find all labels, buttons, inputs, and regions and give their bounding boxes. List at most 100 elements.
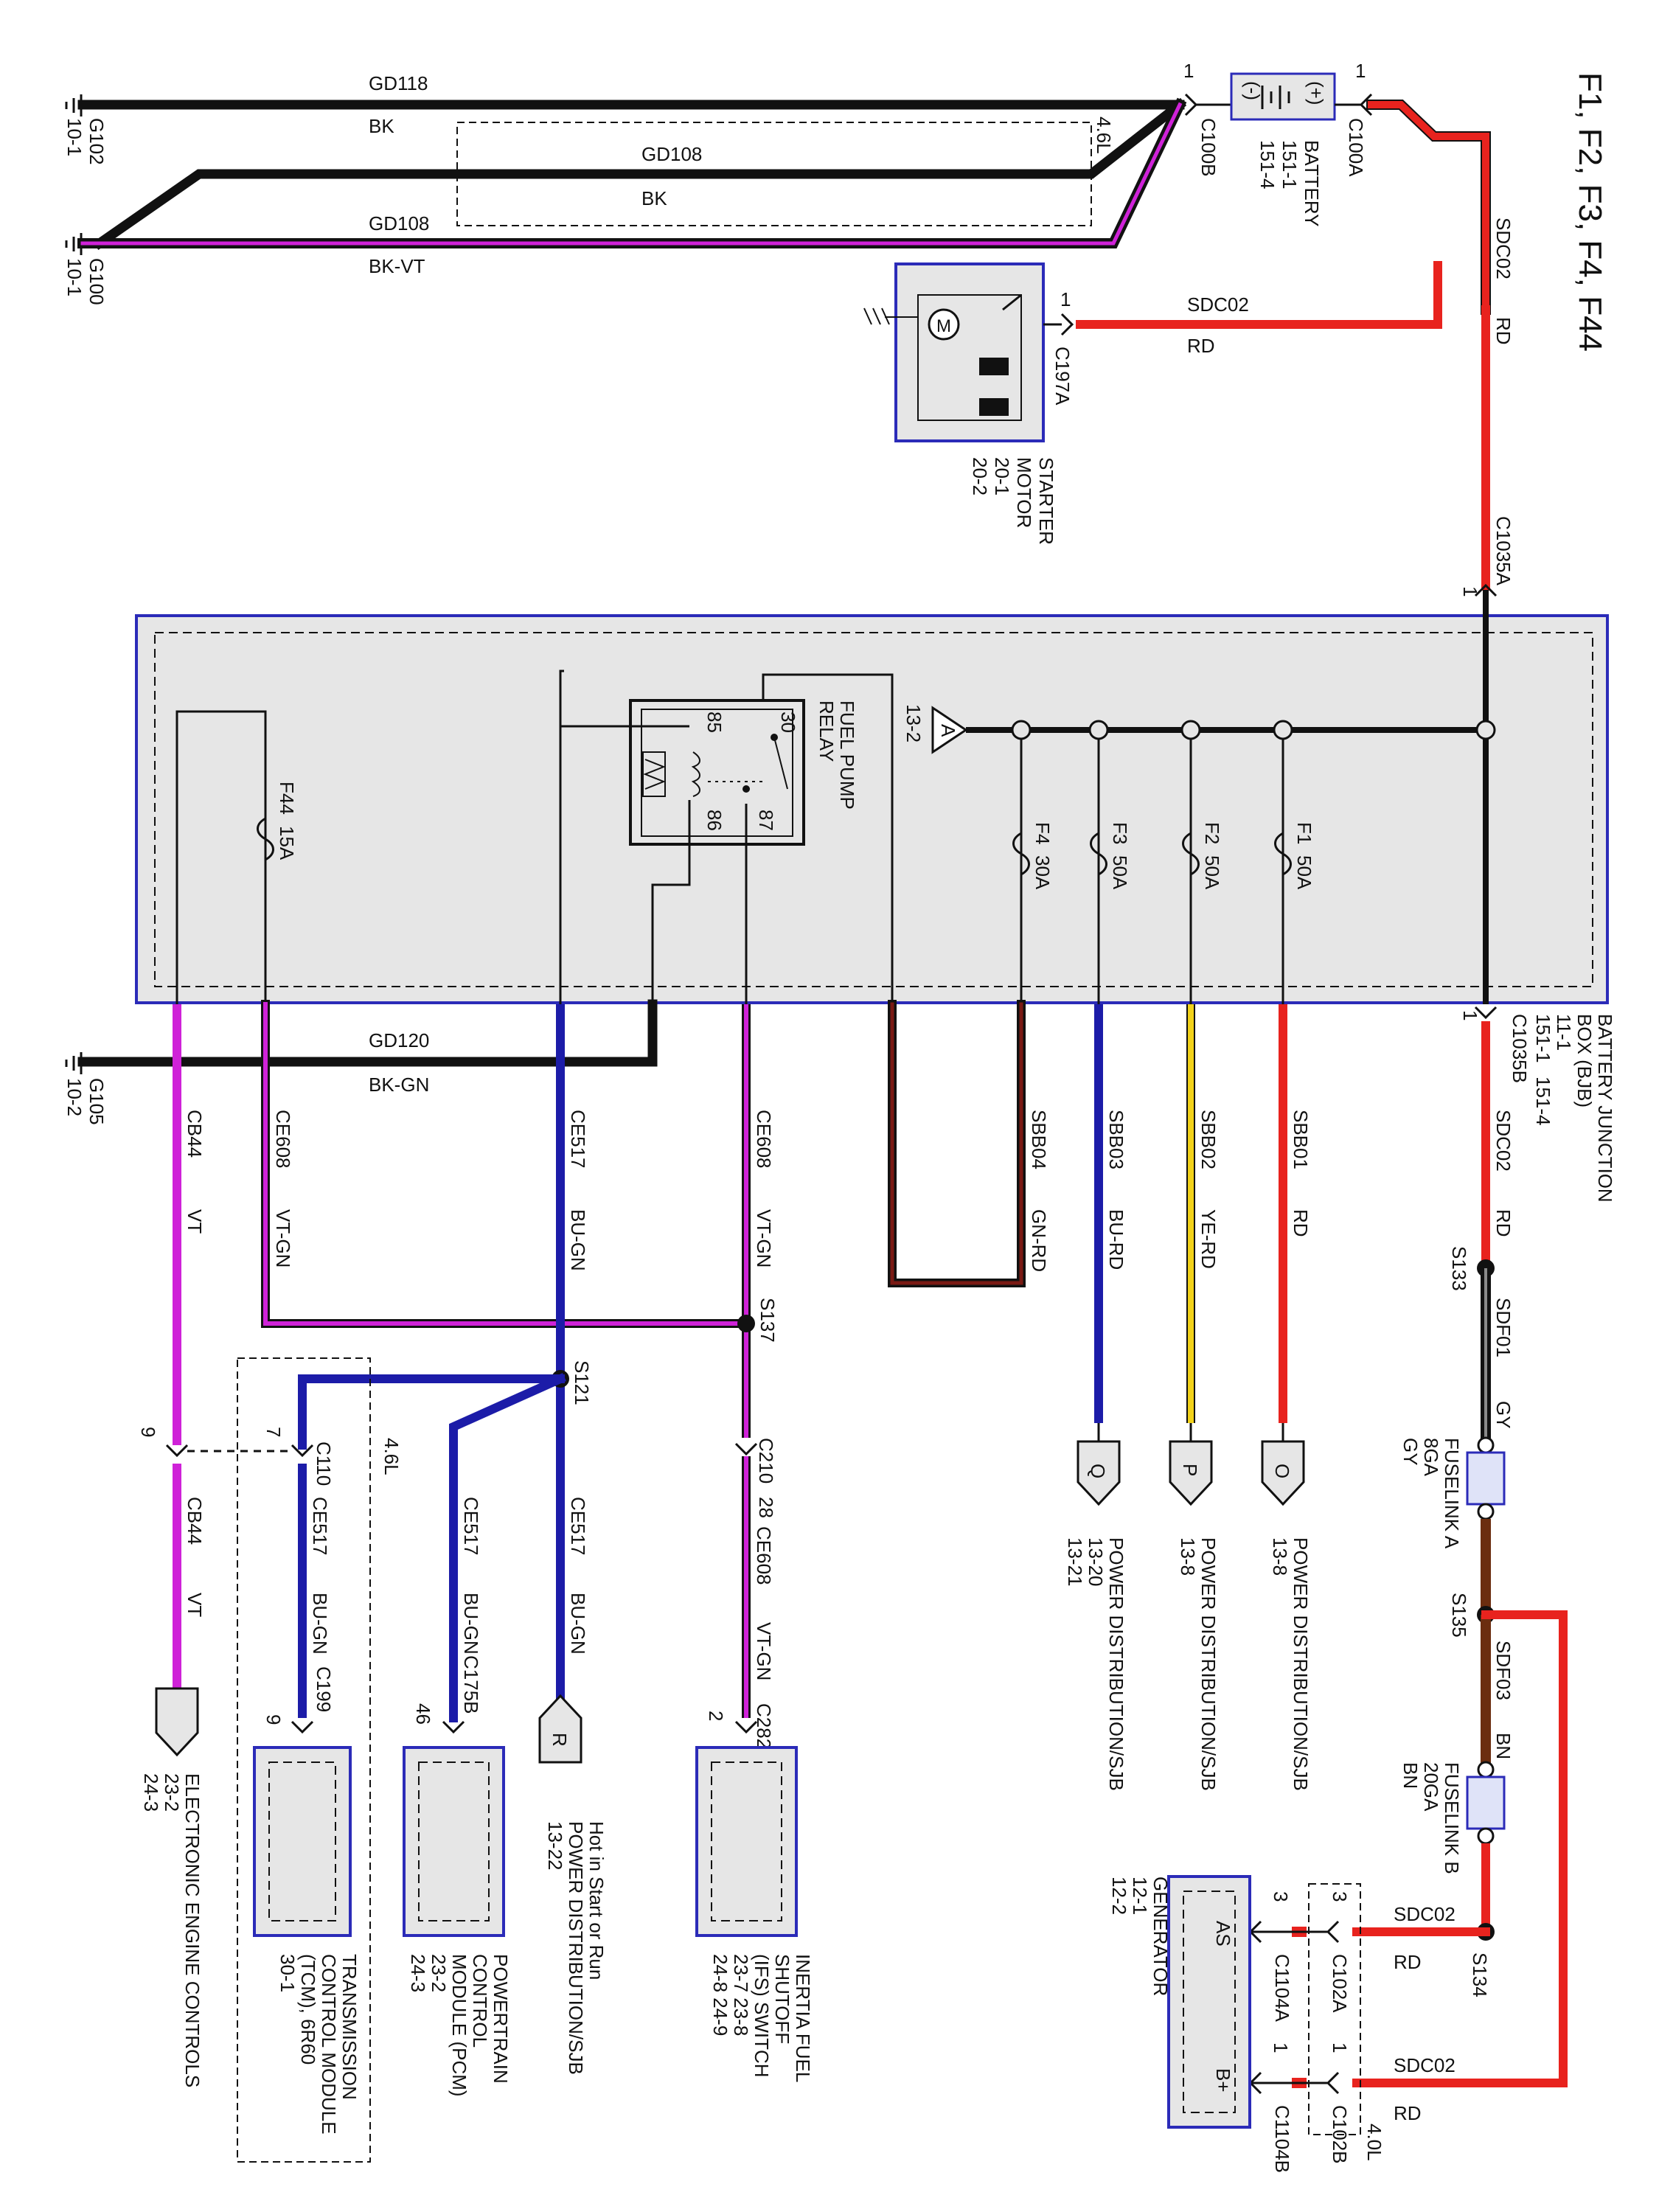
label-ce517-main-color: BU-GN: [567, 1209, 589, 1271]
variant-46-box-top: [456, 122, 1092, 226]
label-gd118: GD118: [369, 72, 428, 94]
offpage-r: R Hot in Start or Run POWER DISTRIBUTION…: [538, 1694, 608, 2075]
label-ce517-pcm: CE517: [460, 1497, 482, 1556]
label-sdc02-starter-color: RD: [1187, 335, 1215, 357]
relay-label-1: FUEL PUMP: [836, 700, 858, 810]
label-sdc02-gen-bplus: SDC02: [1394, 2054, 1455, 2076]
bus-node-f4: [1011, 720, 1032, 740]
splice-s134-label: S134: [1469, 1952, 1491, 1997]
label-gd120: GD120: [369, 1029, 429, 1051]
label-sbb03-color: BU-RD: [1105, 1209, 1127, 1270]
offpage-q-page-2: 13-21: [1064, 1537, 1086, 1587]
fuselink-b-name: FUSELINK B: [1441, 1762, 1463, 1874]
wire-ce608-f44: [261, 1000, 751, 1328]
bjb-page-2: 151-1: [1532, 1014, 1554, 1063]
wire-gd108-bk: [92, 97, 1187, 251]
starter-line2: MOTOR: [1013, 457, 1035, 528]
ground-g105-page: 10-2: [63, 1078, 86, 1116]
label-sdf01: SDF01: [1492, 1298, 1514, 1357]
battery-name: BATTERY: [1301, 140, 1323, 227]
eec-name: ELECTRONIC ENGINE CONTROLS: [181, 1773, 204, 2087]
fuselink-a-name: FUSELINK A: [1441, 1438, 1463, 1549]
label-ce608-87-color: VT-GN: [753, 1209, 775, 1267]
ground-g105-id: G105: [86, 1078, 108, 1125]
fuse-f4: F4 30A: [1012, 739, 1054, 1004]
ifs-line4: 23-7 23-8: [730, 1954, 752, 2036]
c1035b-connector: [1474, 1006, 1498, 1020]
c1035a-connector: [1474, 583, 1498, 597]
fuse-f44-id: F44: [276, 782, 298, 815]
wire-ce517-pcm: [449, 1373, 566, 1722]
fuse-f4-id: F4: [1032, 822, 1054, 844]
c1035a-pin: 1: [1459, 586, 1481, 597]
label-ce608-ifs-color: VT-GN: [753, 1622, 775, 1680]
fuselink-b-color: BN: [1399, 1762, 1422, 1789]
c210-pin: 28: [755, 1497, 777, 1518]
pcm-line4: 23-2: [428, 1954, 450, 1992]
wire-sdc02-starter: [1076, 261, 1442, 329]
c102b-connector: [1326, 2071, 1340, 2095]
c199-name: C199: [313, 1666, 335, 1712]
ifs-switch: INERTIA FUEL SHUTOFF (IFS) SWITCH 23-7 2…: [695, 1746, 814, 2082]
starter-line1: STARTER: [1035, 457, 1057, 545]
pcm-line5: 24-3: [407, 1954, 429, 1992]
fuse-f1-id: F1: [1293, 822, 1315, 844]
offpage-o-page: 13-8: [1269, 1537, 1291, 1576]
gen-pin-as: AS: [1212, 1921, 1234, 1947]
eec-page-1: 23-2: [161, 1773, 183, 1812]
wire-sdc02-main-fill: [1368, 101, 1489, 313]
label-gd108-bkvt: GD108: [369, 212, 429, 234]
c110-name: C110: [313, 1441, 335, 1486]
c110-pin-9: 9: [137, 1427, 159, 1437]
offpage-q-dest: POWER DISTRIBUTION/SJB: [1105, 1537, 1127, 1791]
offpage-q-letter: Q: [1087, 1464, 1109, 1478]
fuse-f3-amps: 50A: [1109, 855, 1131, 890]
pcm-line3: MODULE (PCM): [448, 1954, 470, 2097]
label-sdc02-starter: SDC02: [1187, 293, 1249, 316]
c175b-pin: 46: [412, 1703, 434, 1725]
offpage-r-letter: R: [549, 1733, 571, 1747]
gen-page-2: 12-2: [1108, 1877, 1130, 1915]
offpage-r-dest: POWER DISTRIBUTION/SJB: [565, 1821, 587, 2075]
label-ce517-pcm-color: BU-GN: [460, 1593, 482, 1655]
fuselink-a-color: GY: [1399, 1438, 1422, 1466]
c282-connector: [734, 1720, 758, 1734]
variant-46-box-tcm: [237, 1357, 371, 2163]
label-sbb04-color: GN-RD: [1028, 1209, 1050, 1272]
variant-40-box: [1308, 1883, 1361, 2135]
c197a-name: C197A: [1051, 347, 1074, 406]
starter-page-1: 20-1: [991, 457, 1013, 495]
c210-name: C210: [755, 1438, 777, 1484]
offpage-p-letter: P: [1179, 1464, 1201, 1476]
bus-node-f1: [1273, 720, 1293, 740]
c197a-pin: 1: [1060, 288, 1071, 310]
label-sbb01-color: RD: [1290, 1209, 1312, 1237]
label-sdc02-main-color: RD: [1492, 317, 1514, 345]
c110-pin-7: 7: [262, 1427, 285, 1437]
c282-pin: 2: [705, 1711, 727, 1721]
bus-node-f3: [1088, 720, 1109, 740]
splice-s133-label: S133: [1448, 1246, 1470, 1291]
relay-pin-87: 87: [755, 810, 777, 831]
ifs-line5: 24-8 24-9: [709, 1954, 731, 2036]
motor-symbol-m: M: [936, 316, 951, 336]
c102b-pin: 1: [1329, 2042, 1351, 2053]
tcm-line3: (TCM), 6R60: [297, 1954, 319, 2065]
label-gd108-bkvt-color: BK-VT: [369, 255, 425, 277]
starter-page-2: 20-2: [969, 457, 991, 495]
c100a-name: C100A: [1345, 118, 1367, 177]
fuse-f4-amps: 30A: [1032, 855, 1054, 890]
ifs-line2: SHUTOFF: [771, 1954, 793, 2044]
battery: 1 C100B (-) (+) 1 C100A BATTERY 151-1 15…: [1183, 60, 1373, 227]
offpage-q: Q POWER DISTRIBUTION/SJB 13-20 13-21: [1064, 1423, 1127, 1791]
label-sdf03: SDF03: [1492, 1641, 1514, 1700]
c1104b-name: C1104B: [1271, 2105, 1293, 2173]
c1104a-name: C1104A: [1271, 1954, 1293, 2023]
ground-g105: G105 10-2: [63, 1052, 108, 1125]
gen-name: GENERATOR: [1150, 1877, 1172, 1996]
offpage-p-page: 13-8: [1177, 1537, 1199, 1576]
c282-name: C282: [753, 1703, 775, 1749]
label-cb44-color: VT: [184, 1209, 206, 1234]
battery-page-2: 151-4: [1256, 140, 1279, 189]
wire-ce517-tcm: [298, 1374, 565, 1450]
